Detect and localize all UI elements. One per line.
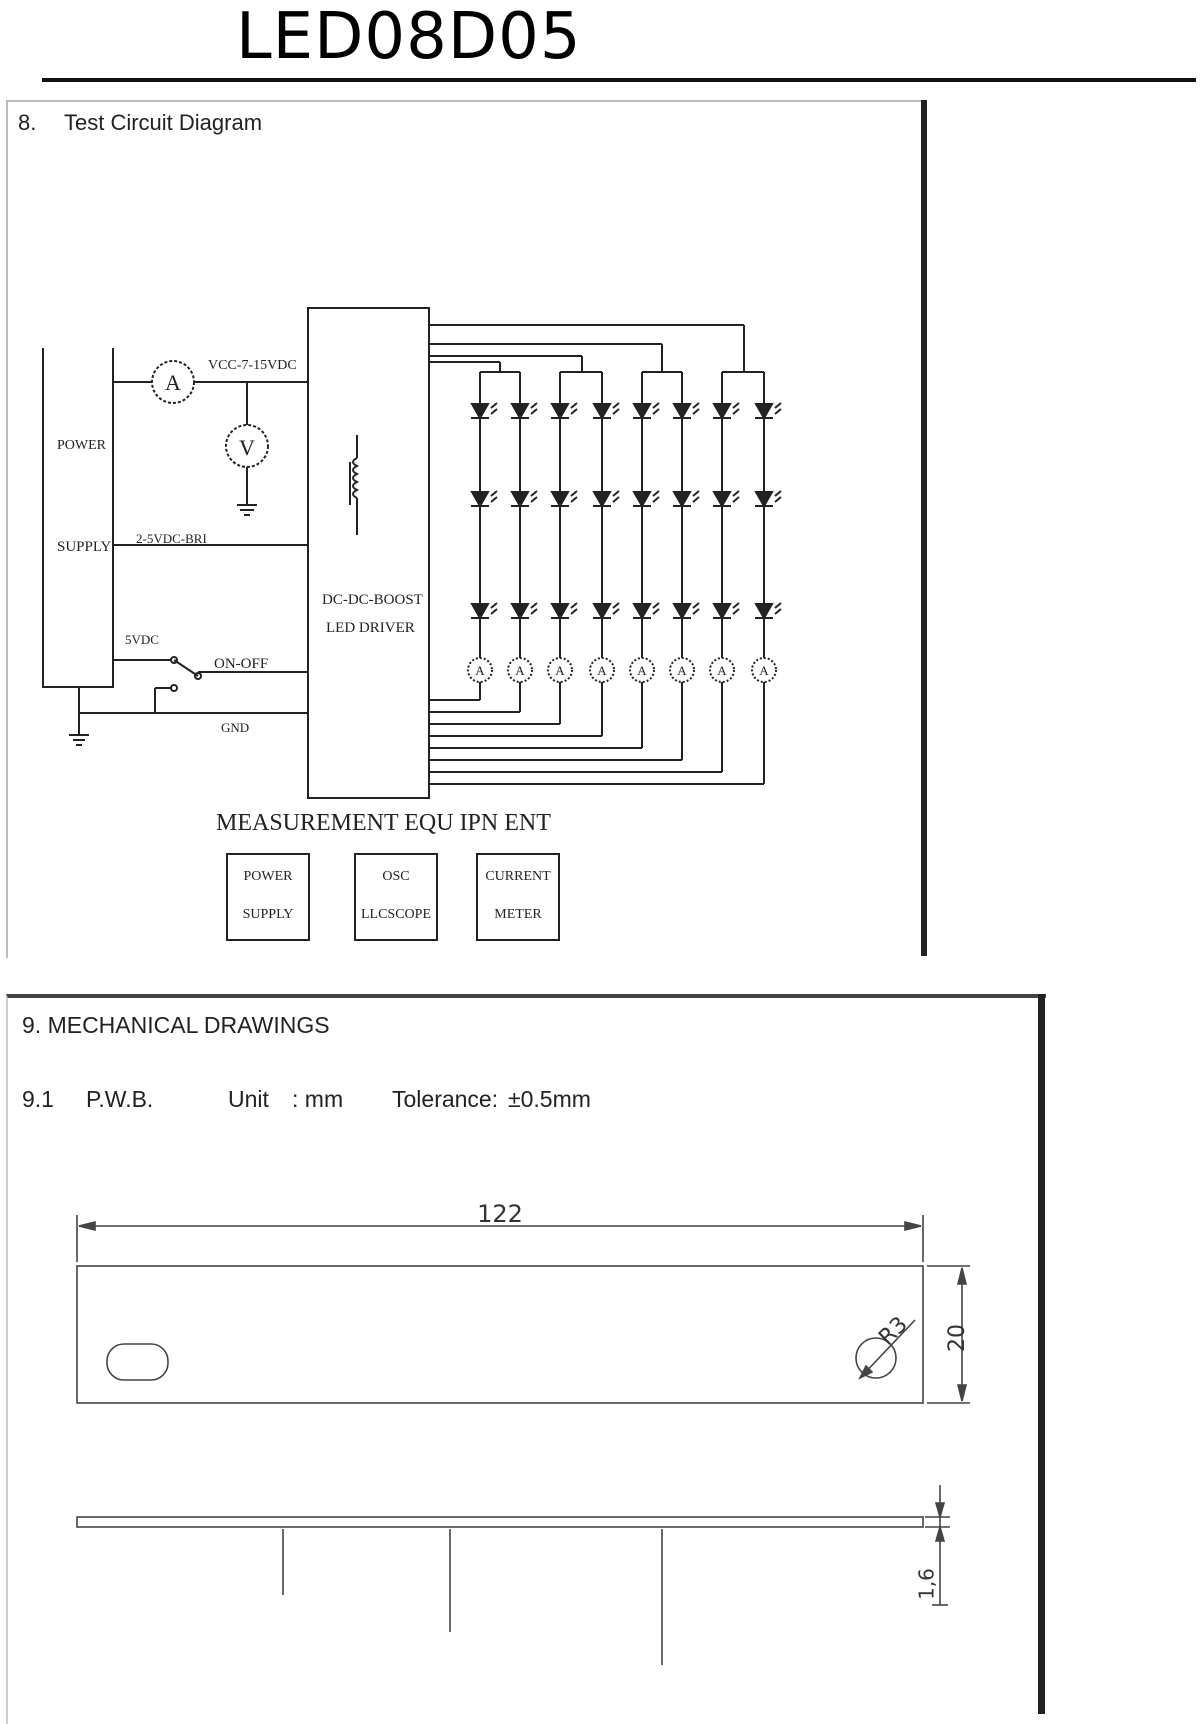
section-8-title: Test Circuit Diagram (64, 110, 263, 135)
string-ammeter-icon (467, 657, 493, 683)
led-icon (510, 403, 530, 421)
string-ammeter-label: A (475, 663, 485, 678)
equipment-3-line-1: CURRENT (485, 869, 551, 884)
equipment-power-supply-box (226, 853, 310, 941)
section-9-heading: 9. MECHANICAL DRAWINGS (22, 1012, 330, 1038)
led-icon (754, 491, 774, 509)
string-ammeter-label: A (515, 663, 525, 678)
equipment-current-meter-box (476, 853, 560, 941)
led-icon (754, 403, 774, 421)
led-driver-box (307, 307, 430, 799)
string-ammeter-label: A (717, 663, 727, 678)
string-ammeter-label: A (597, 663, 607, 678)
test-circuit-panel (6, 100, 926, 958)
led-icon (712, 403, 732, 421)
sub-number: 9.1 (22, 1086, 54, 1112)
string-ammeter-label: A (637, 663, 647, 678)
voltmeter-label: V (239, 435, 255, 460)
equipment-1-line-1: POWER (244, 869, 294, 884)
on-off-label: ON-OFF (214, 656, 268, 672)
equipment-3-line-2: METER (494, 907, 542, 922)
led-icon (672, 491, 692, 509)
string-ammeter-icon (751, 657, 777, 683)
pwb-side-outline (76, 1516, 924, 1528)
string-ammeter-label: A (555, 663, 565, 678)
led-icon (550, 603, 570, 621)
inductor-icon (352, 457, 360, 499)
5vdc-label: 5VDC (125, 632, 159, 647)
led-icon (632, 603, 652, 621)
driver-label-2: LED DRIVER (326, 620, 415, 636)
on-off-switch (173, 659, 199, 677)
led-icon (550, 403, 570, 421)
led-icon (592, 491, 612, 509)
string-ammeter-icon (547, 657, 573, 683)
led-icon (470, 403, 490, 421)
equipment-2-line-2: LLCSCOPE (361, 907, 431, 922)
ammeter-label: A (165, 370, 181, 395)
power-supply-label-2: SUPPLY (57, 539, 112, 555)
sub-title: P.W.B. (86, 1086, 154, 1112)
equipment-2-line-1: OSC (382, 869, 409, 884)
length-dim-label: 122 (477, 1200, 523, 1228)
mounting-slot (106, 1343, 169, 1381)
string-ammeter-label: A (759, 663, 769, 678)
led-icon (470, 603, 490, 621)
led-icon (510, 491, 530, 509)
tolerance-label: Tolerance: (392, 1086, 499, 1112)
led-icon (550, 491, 570, 509)
radius-dim-label: R3 (874, 1312, 912, 1350)
led-icon (470, 491, 490, 509)
driver-label-1: DC-DC-BOOST (322, 592, 423, 608)
power-supply-label-1: POWER (57, 438, 107, 453)
section-8-heading: 8. Test Circuit Diagram (18, 110, 262, 136)
gnd-label: GND (221, 720, 249, 735)
vcc-label: VCC-7-15VDC (208, 358, 297, 373)
string-ammeter-icon (589, 657, 615, 683)
mechanical-drawings-panel (6, 994, 1046, 1724)
led-icon (672, 403, 692, 421)
string-ammeter-icon (669, 657, 695, 683)
power-supply-box (42, 348, 114, 688)
width-dim-label: 20 (945, 1324, 970, 1352)
string-ammeter-icon (629, 657, 655, 683)
led-icon (632, 403, 652, 421)
mounting-hole (855, 1337, 897, 1379)
panel-shadow (1038, 994, 1045, 1714)
pwb-spec-line: 9.1 P.W.B. Unit : mm Tolerance: ±0.5mm (22, 1086, 591, 1113)
panel-shadow (921, 100, 927, 956)
unit-value: : mm (292, 1086, 344, 1112)
section-8-number: 8. (18, 110, 37, 135)
led-icon (510, 603, 530, 621)
document-title: LED08D05 (236, 0, 582, 74)
equipment-heading: MEASUREMENT EQU IPN ENT (216, 810, 551, 836)
brightness-label: 2-5VDC-BRI (136, 531, 207, 546)
unit-label: Unit (228, 1086, 269, 1112)
title-rule (42, 78, 1196, 82)
pwb-outline (76, 1265, 924, 1404)
led-icon (712, 491, 732, 509)
equipment-oscilloscope-box (354, 853, 438, 941)
string-ammeter-label: A (677, 663, 687, 678)
led-icon (672, 603, 692, 621)
string-ammeter-icon (709, 657, 735, 683)
led-icon (632, 491, 652, 509)
tolerance-value: ±0.5mm (508, 1086, 591, 1112)
string-ammeter-icon (507, 657, 533, 683)
equipment-1-line-2: SUPPLY (243, 907, 294, 922)
led-icon (592, 403, 612, 421)
led-icon (592, 603, 612, 621)
led-icon (712, 603, 732, 621)
thickness-dim-label: 1,6 (915, 1568, 939, 1600)
led-icon (754, 603, 774, 621)
